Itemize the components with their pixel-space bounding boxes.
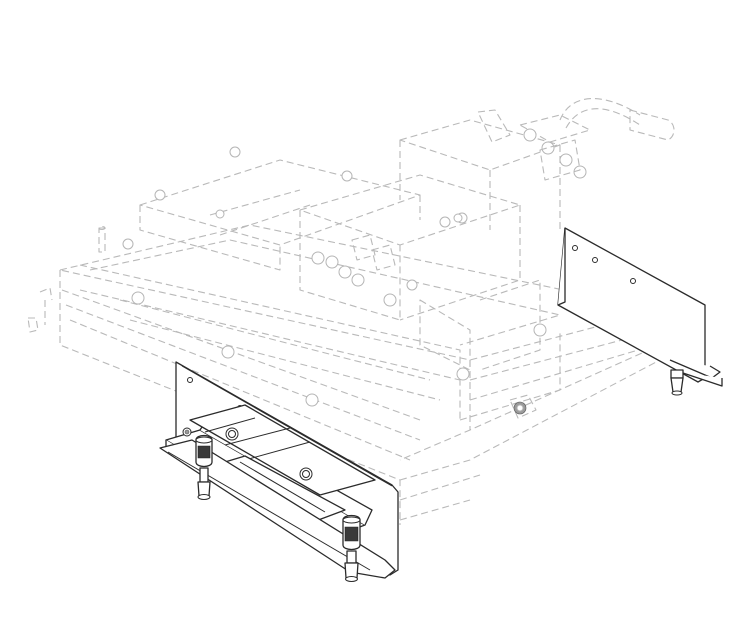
leveling-foot-right [342,514,361,582]
left-end-fragment [27,287,53,333]
control-handle [477,98,675,143]
front-mounting-bracket [159,361,399,579]
hydraulic-fittings-front [311,212,468,307]
ghost-bolts [122,146,547,407]
shelf-bolt [182,427,192,437]
hydraulic-fittings-rear [519,114,591,181]
leveling-foot-left [195,434,213,500]
upper-plate [139,159,421,271]
rear-leveling-foot [670,369,684,396]
valve-block [299,119,561,371]
guide-pin [98,225,106,253]
ghosted-assembly [27,98,675,525]
frame-rails [79,239,561,421]
rear-mounting-bracket [557,227,723,396]
side-fitting [509,394,537,419]
